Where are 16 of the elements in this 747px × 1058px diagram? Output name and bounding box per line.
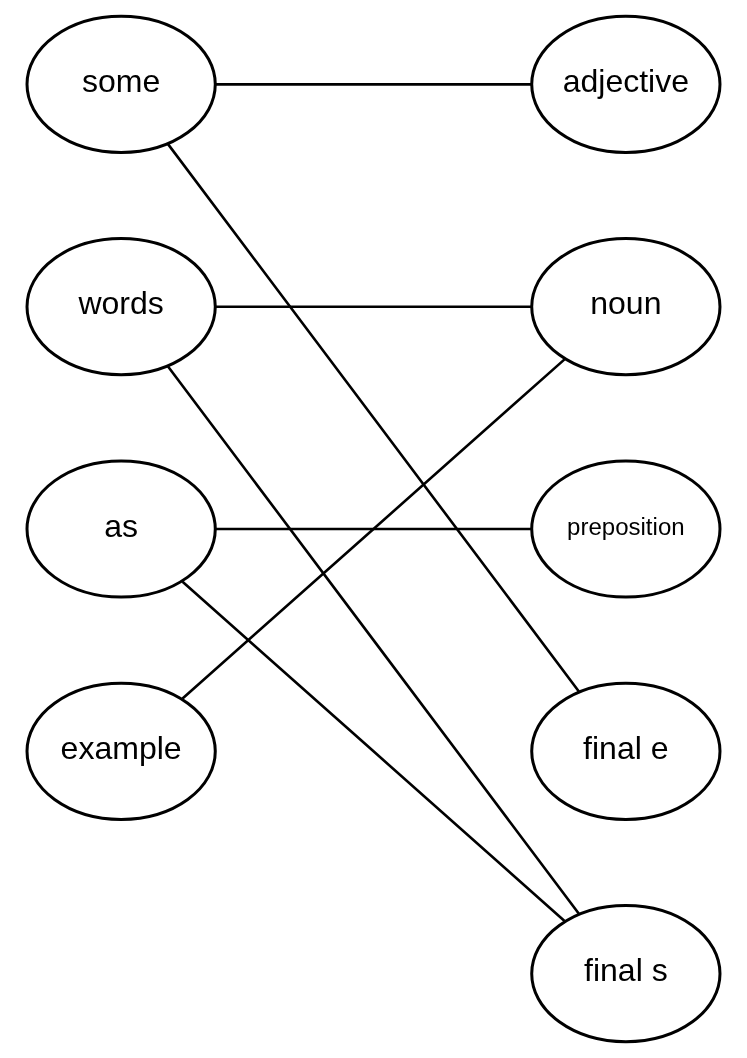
node-ellipse: preposition <box>530 459 722 599</box>
node-ellipse: some <box>25 14 217 154</box>
node-ellipse: adjective <box>530 14 722 154</box>
node-ellipse: final e <box>530 681 722 821</box>
connector <box>167 143 580 693</box>
node-ellipse: words <box>25 237 217 377</box>
connector <box>215 527 532 531</box>
node-ellipse: as <box>25 459 217 599</box>
connector <box>167 365 580 915</box>
connector <box>215 305 532 308</box>
node-ellipse: final s <box>530 904 722 1044</box>
connector <box>181 580 566 922</box>
node-ellipse: noun <box>530 237 722 377</box>
connector <box>215 83 532 86</box>
node-ellipse: example <box>25 681 217 821</box>
connector <box>181 358 566 700</box>
